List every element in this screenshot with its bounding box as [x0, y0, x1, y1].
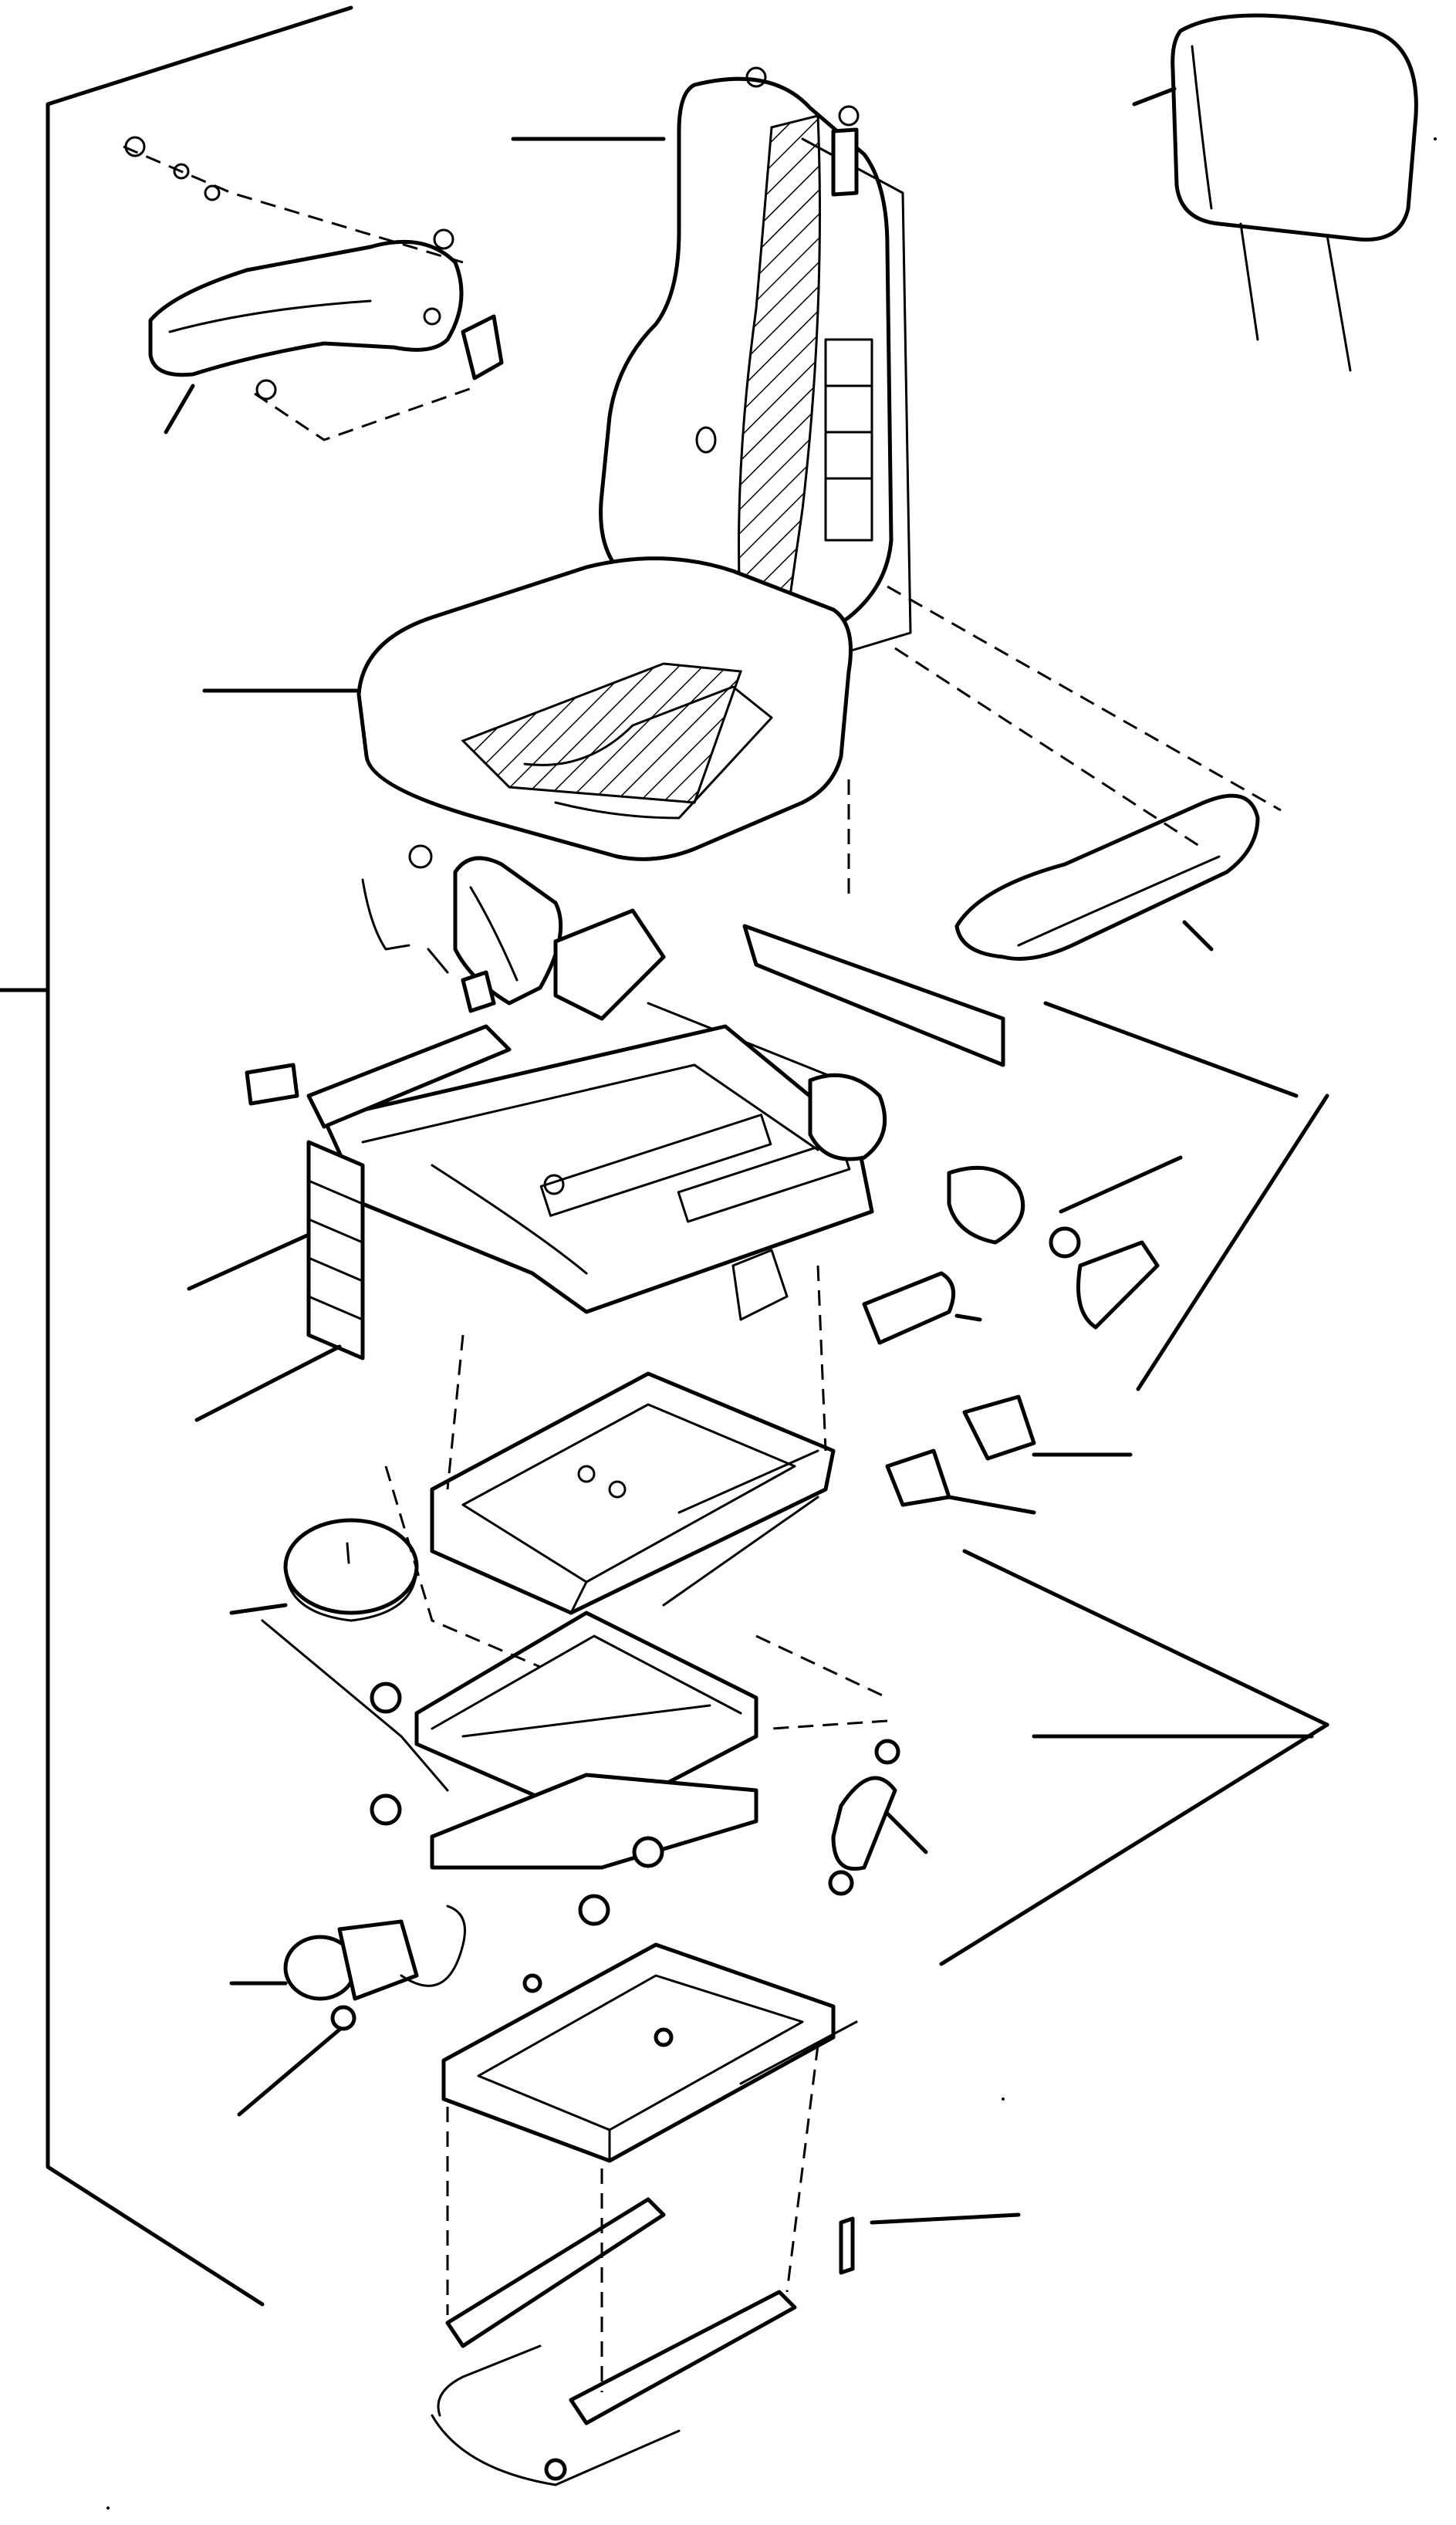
headrest [1132, 13, 1418, 372]
slide-rails [431, 2197, 1021, 2486]
right-armrest [887, 585, 1282, 961]
left-armrest [123, 136, 504, 441]
base-frame [441, 1942, 858, 2163]
assembly-guides [384, 647, 1204, 2392]
control-lever [731, 1249, 982, 1345]
slide-frame [430, 1371, 1133, 1615]
scissor-suspension [261, 1549, 1329, 1966]
seat-frame-upper [245, 844, 1329, 1391]
side-bellows [187, 1140, 365, 1422]
air-spring [229, 1518, 419, 1622]
backrest [511, 66, 912, 664]
compressor-motor [229, 1905, 466, 2117]
assembly-bracket [0, 5, 353, 2307]
seat-cushion [202, 556, 853, 861]
shock-absorber [828, 1739, 928, 1896]
